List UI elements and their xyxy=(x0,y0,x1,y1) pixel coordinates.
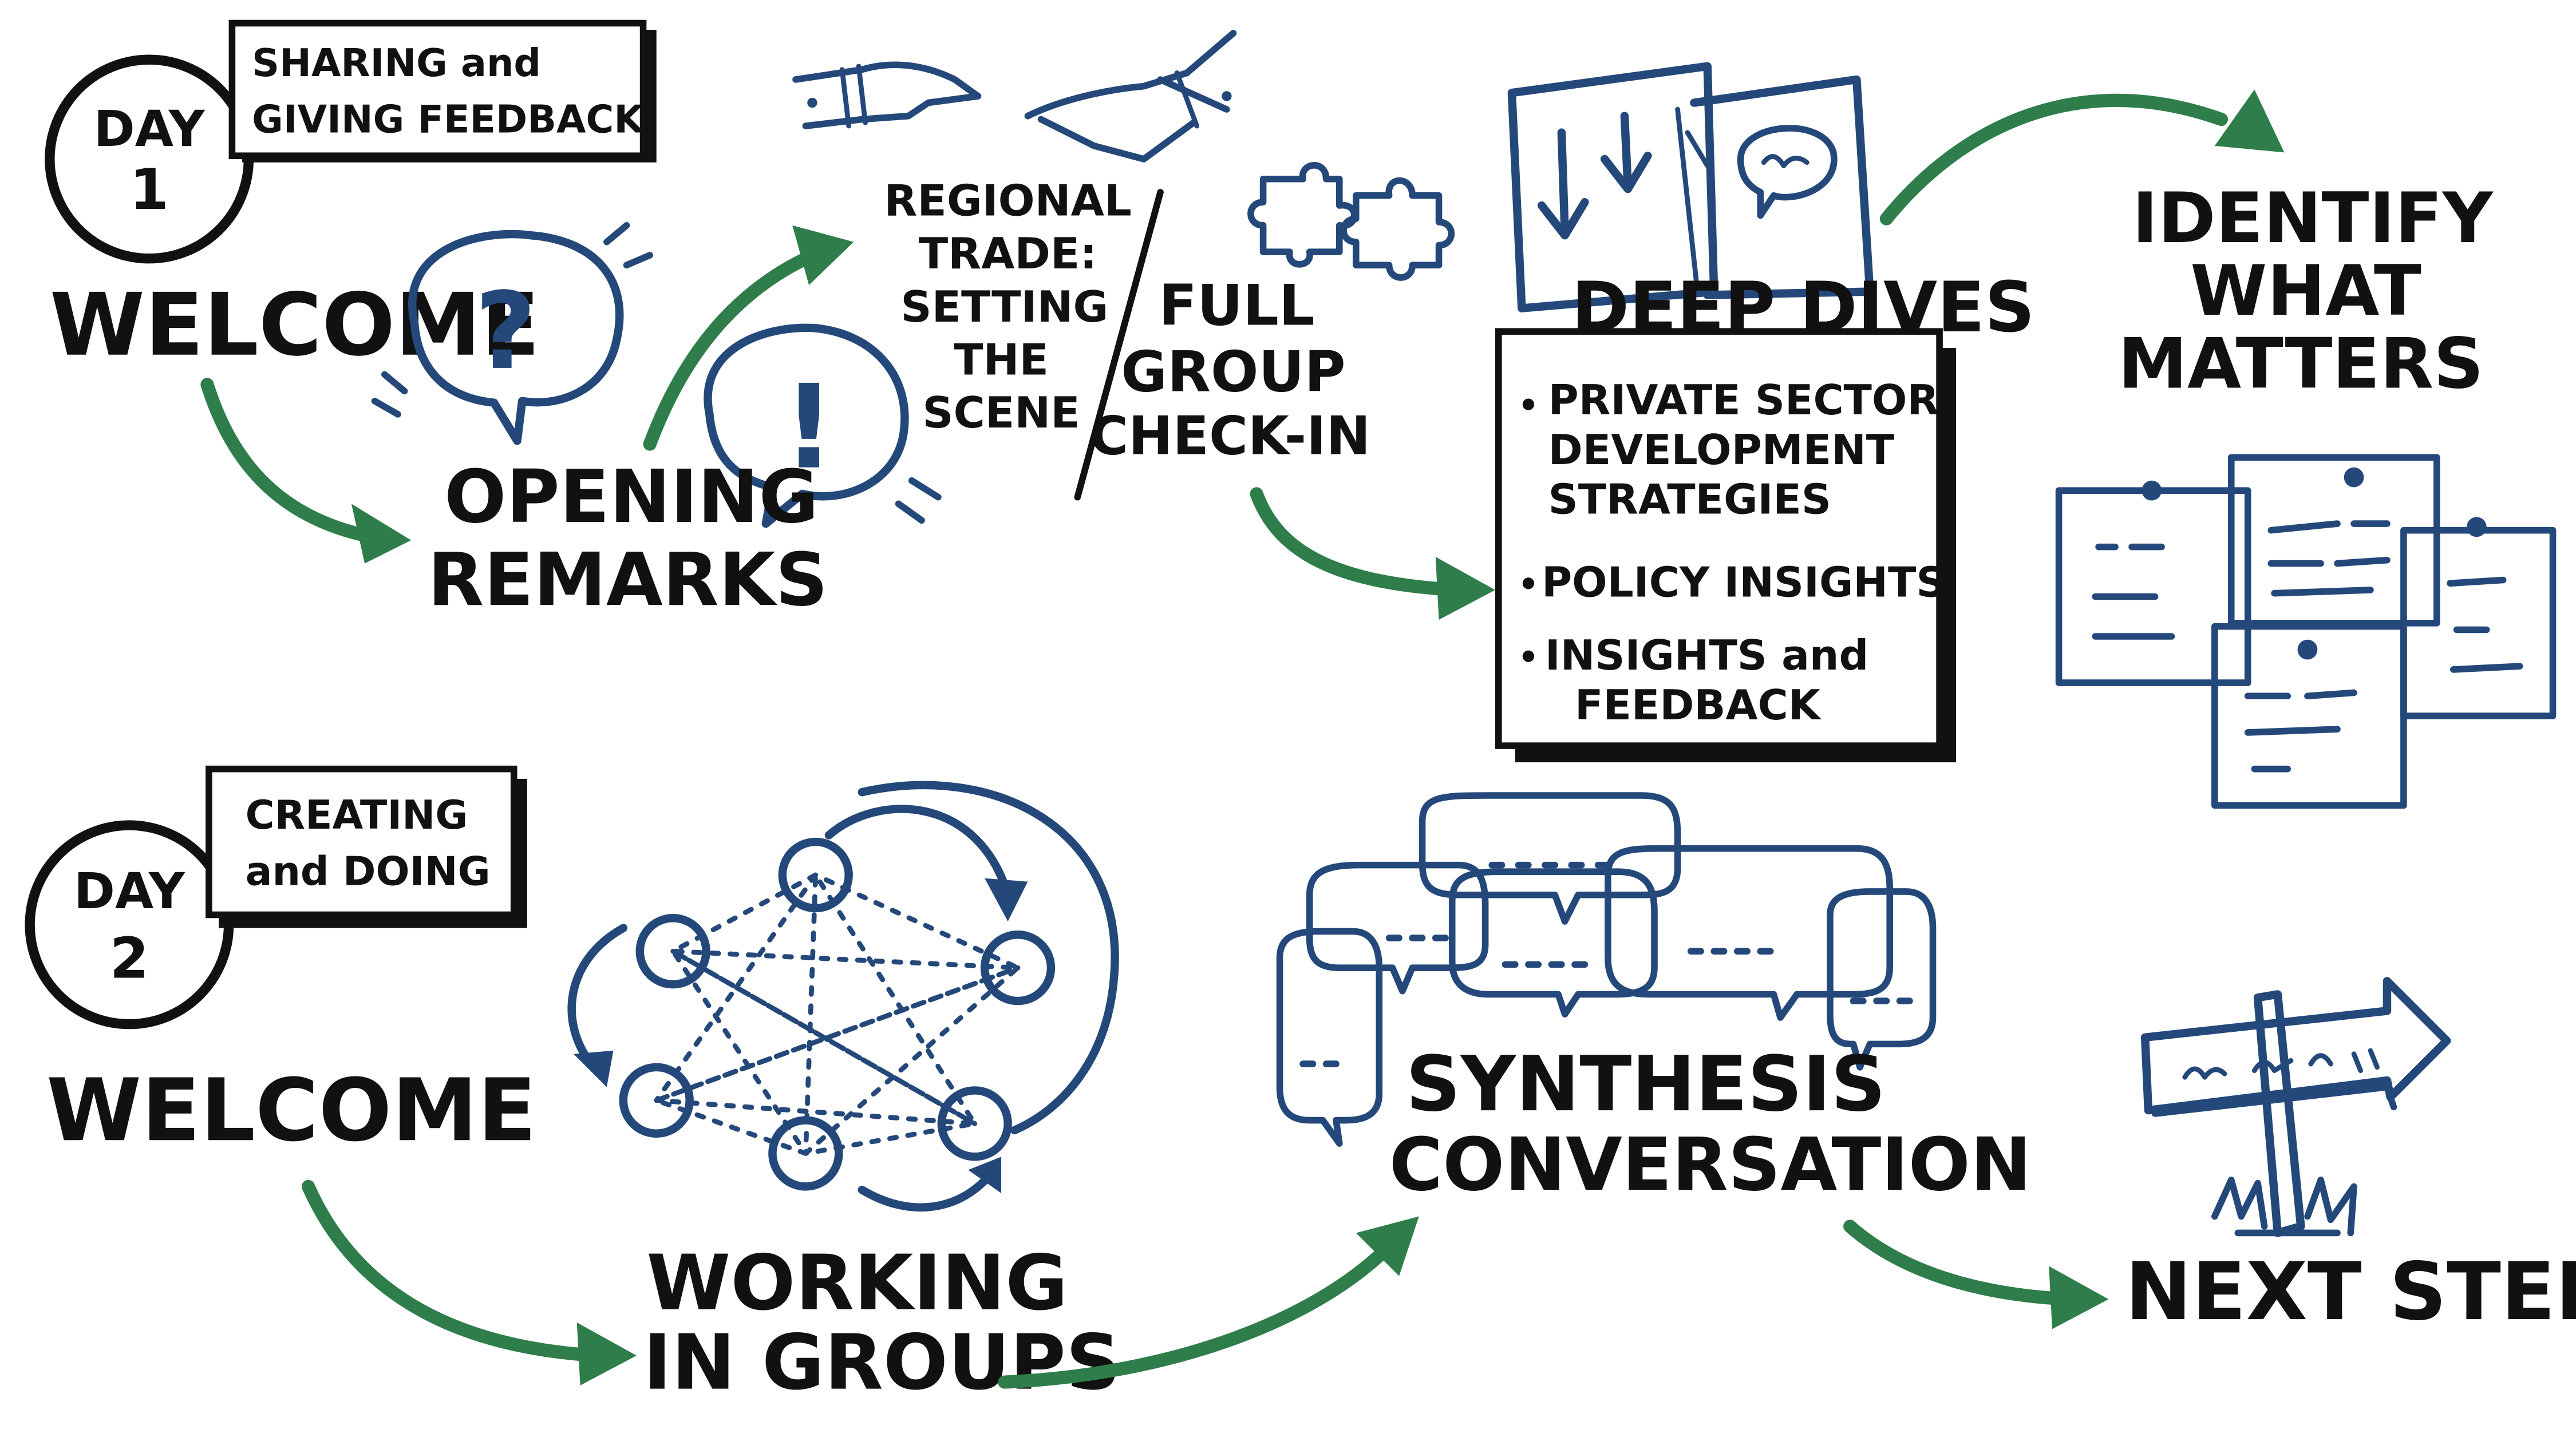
arrow-opening-to-regional xyxy=(643,225,854,451)
working-groups-line1: WORKING xyxy=(646,1239,1068,1328)
day1-theme-line2: GIVING FEEDBACK xyxy=(252,97,645,142)
regional-line5: SCENE xyxy=(922,387,1080,438)
regional-line2: TRADE: xyxy=(919,228,1097,279)
deep-dives-list-box: PRIVATE SECTOR DEVELOPMENT STRATEGIES PO… xyxy=(1495,328,1957,763)
day1-theme-line1: SHARING and xyxy=(252,41,541,85)
day2-welcome: WELCOME xyxy=(46,1060,536,1161)
deep-dive-item2-line1: POLICY INSIGHTS xyxy=(1542,559,1946,607)
identify-what-matters-text: IDENTIFY WHAT MATTERS xyxy=(2118,177,2494,405)
regional-trade-text: REGIONAL TRADE: SETTING THE SCENE xyxy=(884,175,1131,438)
identify-line3: MATTERS xyxy=(2118,323,2484,405)
next-steps: NEXT STEPS xyxy=(2125,1245,2576,1338)
deep-dive-item3-line2: FEEDBACK xyxy=(1575,682,1822,730)
working-groups-line2: IN GROUPS xyxy=(643,1319,1121,1407)
deep-dive-item1-line2: DEVELOPMENT xyxy=(1548,426,1894,474)
opening-remarks-line1: OPENING xyxy=(444,455,819,540)
opening-remarks-line2: REMARKS xyxy=(428,538,828,623)
question-mark-icon: ? xyxy=(475,270,536,393)
arrow-synthesis-to-nextsteps xyxy=(1843,1220,2109,1329)
deep-dive-item1-line1: PRIVATE SECTOR xyxy=(1548,377,1939,425)
regional-line1: REGIONAL xyxy=(884,175,1131,225)
day2-day-number: 2 xyxy=(110,927,149,992)
day2-badge: DAY 2 xyxy=(25,820,234,1030)
bullet-dot xyxy=(1522,398,1535,410)
handshake-reach-icon xyxy=(792,30,1237,163)
synthesis-line2: CONVERSATION xyxy=(1389,1123,2032,1208)
arrow-deepdives-to-identify xyxy=(1879,89,2285,225)
day2-day-word: DAY xyxy=(74,862,185,920)
day1-badge: DAY 1 xyxy=(45,54,254,264)
identify-line2: WHAT xyxy=(2190,250,2421,331)
arrow-welcome-to-opening xyxy=(200,378,412,564)
pinned-notes-icon xyxy=(2055,454,2557,809)
day2-theme-box: CREATING and DOING xyxy=(206,765,527,928)
signpost-icon xyxy=(2140,977,2451,1237)
day1-day-number: 1 xyxy=(129,157,169,223)
arrow-welcome-to-working xyxy=(302,1179,637,1385)
day2-theme-line2: and DOING xyxy=(246,848,491,894)
deep-dive-item3-line1: INSIGHTS and xyxy=(1545,632,1868,680)
day1-welcome: WELCOME xyxy=(50,275,540,375)
day1-theme-box: SHARING and GIVING FEEDBACK xyxy=(228,19,657,163)
arrow-checkin-to-deepdives xyxy=(1250,487,1496,620)
checkin-line1: FULL xyxy=(1159,274,1315,339)
full-group-checkin-text: FULL GROUP CHECK-IN xyxy=(1089,274,1370,467)
group-network-icon xyxy=(567,781,1119,1212)
regional-line4: THE xyxy=(954,334,1049,385)
conversation-bubbles-icon xyxy=(1276,792,1937,1147)
bullet-dot xyxy=(1522,650,1535,662)
question-bubble-icon: ? xyxy=(371,222,653,445)
bullet-dot xyxy=(1522,577,1535,589)
checkin-line3: CHECK-IN xyxy=(1089,405,1370,466)
arrow-working-to-synthesis xyxy=(998,1216,1419,1389)
exclamation-bubble-icon: ! xyxy=(704,323,942,528)
identify-line1: IDENTIFY xyxy=(2132,177,2494,259)
regional-line3: SETTING xyxy=(900,282,1108,332)
exclamation-mark-icon: ! xyxy=(783,360,835,495)
puzzle-pieces-icon xyxy=(1247,162,1455,281)
deep-dive-documents-icon xyxy=(1507,62,1874,312)
synthesis-line1: SYNTHESIS xyxy=(1406,1040,1886,1129)
slash-divider xyxy=(1074,189,1164,501)
checkin-line2: GROUP xyxy=(1121,339,1345,405)
deep-dive-item1-line3: STRATEGIES xyxy=(1548,476,1831,524)
day2-theme-line1: CREATING xyxy=(246,792,468,838)
day1-day-word: DAY xyxy=(94,100,206,158)
